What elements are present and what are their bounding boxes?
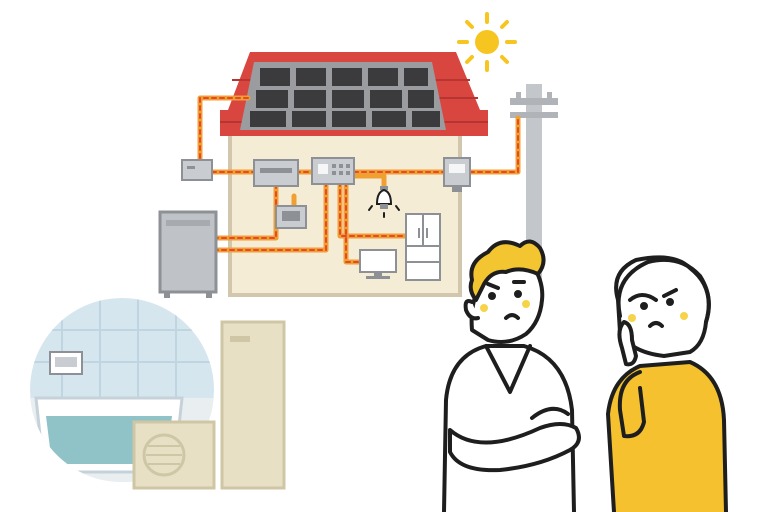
smart-meter [443,157,471,192]
woman-blush [680,312,688,320]
solar-panel-icon [240,62,446,130]
worried-man [442,239,581,512]
controller-panel [311,157,355,185]
worried-woman [606,255,728,512]
refrigerator-icon [405,213,441,281]
woman-blush [628,314,636,322]
storage-battery-icon [158,210,218,298]
utility-pole-icon [510,84,558,284]
water-heater-icon [132,320,286,490]
distribution-board [253,159,299,187]
sun-icon [457,12,517,72]
monitor-display [275,205,307,229]
wiring [197,95,521,265]
light-bulb-icon [368,186,400,218]
television-icon [359,249,397,279]
power-conditioner [181,159,213,181]
man-blush [480,304,488,312]
man-blush [522,300,530,308]
